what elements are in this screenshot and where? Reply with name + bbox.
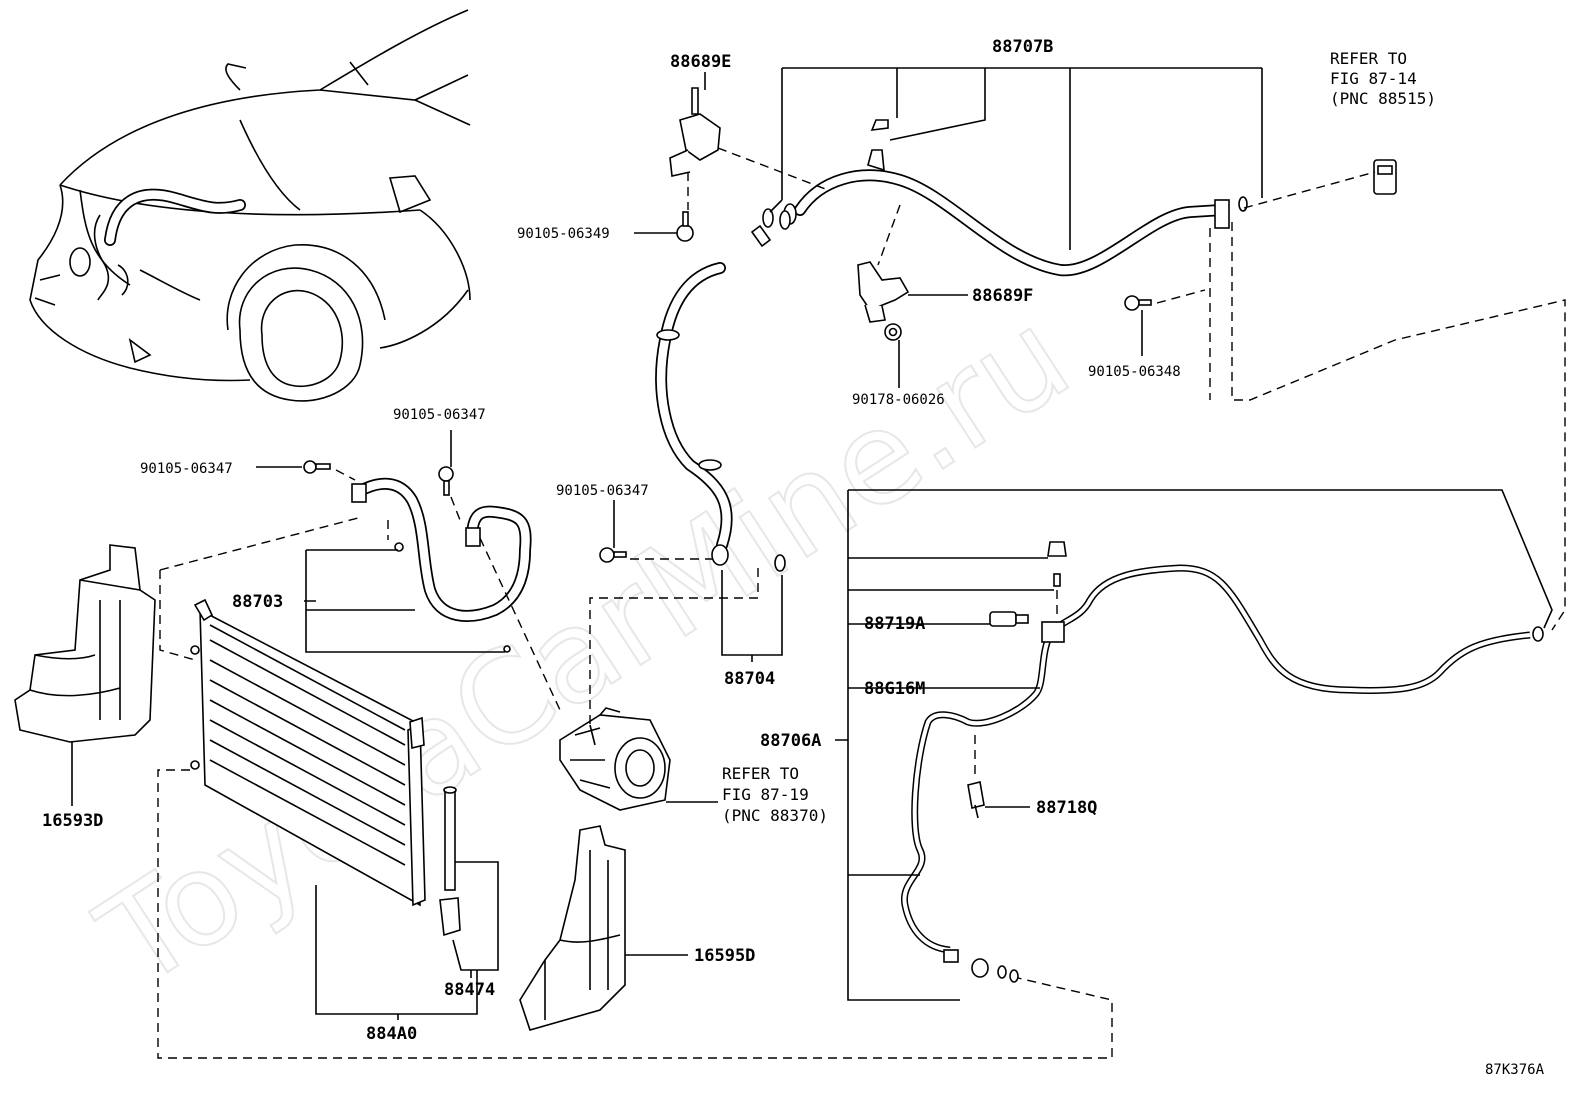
label-90105-06348: 90105-06348 <box>1088 364 1181 380</box>
part-labels: 88707B 88689E 90105-06349 88689F 90178-0… <box>42 37 1181 1044</box>
pipe-88706A <box>901 541 1544 954</box>
ref-note-line: REFER TO <box>722 764 799 783</box>
bracket-88689F <box>857 261 910 323</box>
label-88689E: 88689E <box>670 52 731 72</box>
label-88703: 88703 <box>232 592 283 612</box>
receiver-88474 <box>439 786 461 937</box>
label-88G16M: 88G16M <box>864 679 925 699</box>
diagram-code: 87K376A <box>1485 1062 1545 1078</box>
ref-note-fig87-19: REFER TO FIG 87-19 (PNC 88370) <box>722 764 828 825</box>
label-16593D: 16593D <box>42 811 103 831</box>
label-88707B: 88707B <box>992 37 1053 57</box>
label-90105-06349: 90105-06349 <box>517 226 610 242</box>
nut-90178-06026 <box>884 323 902 341</box>
label-90105-06347-c: 90105-06347 <box>556 483 649 499</box>
seal-16595D <box>519 825 626 1031</box>
dashed-lines <box>157 147 1566 1059</box>
ref-note-line: (PNC 88370) <box>722 806 828 825</box>
bolt-90105-06347-a <box>303 460 331 474</box>
label-884A0: 884A0 <box>366 1024 417 1044</box>
ref-note-line: (PNC 88515) <box>1330 89 1436 108</box>
label-90105-06347-a: 90105-06347 <box>140 461 233 477</box>
label-88704: 88704 <box>724 669 775 689</box>
label-88719A: 88719A <box>864 614 925 634</box>
ref-note-fig87-14: REFER TO FIG 87-14 (PNC 88515) <box>1330 49 1436 108</box>
compressor-ref-88370 <box>559 707 671 811</box>
label-90178-06026: 90178-06026 <box>852 392 945 408</box>
seal-16593D <box>14 544 156 743</box>
bolt-90105-06347-b <box>438 466 454 496</box>
label-88718Q: 88718Q <box>1036 798 1097 818</box>
switch-88719A <box>989 611 1029 627</box>
vehicle-sketch <box>29 9 471 402</box>
ref-note-line: REFER TO <box>1330 49 1407 68</box>
pipe-end-fittings <box>943 949 1019 983</box>
liquid-hose-88703 <box>351 477 532 653</box>
label-16595D: 16595D <box>694 946 755 966</box>
label-88706A: 88706A <box>760 731 821 751</box>
bracket-88689E <box>669 87 721 177</box>
label-88689F: 88689F <box>972 286 1033 306</box>
leader-lines <box>71 67 1553 1020</box>
condenser-884A0 <box>190 598 426 907</box>
sensor-88718Q <box>967 781 985 819</box>
bolt-90105-06347-c <box>599 547 627 563</box>
suction-hose-88707B <box>750 119 1248 277</box>
label-88474: 88474 <box>444 980 495 1000</box>
bolt-90105-06348 <box>1124 295 1152 311</box>
ref-note-line: FIG 87-19 <box>722 785 809 804</box>
discharge-hose-88704 <box>655 262 786 572</box>
label-90105-06347-b: 90105-06347 <box>393 407 486 423</box>
connector-ref-88515 <box>1373 159 1397 195</box>
bolt-90105-06349 <box>676 211 694 242</box>
ref-note-line: FIG 87-14 <box>1330 69 1417 88</box>
